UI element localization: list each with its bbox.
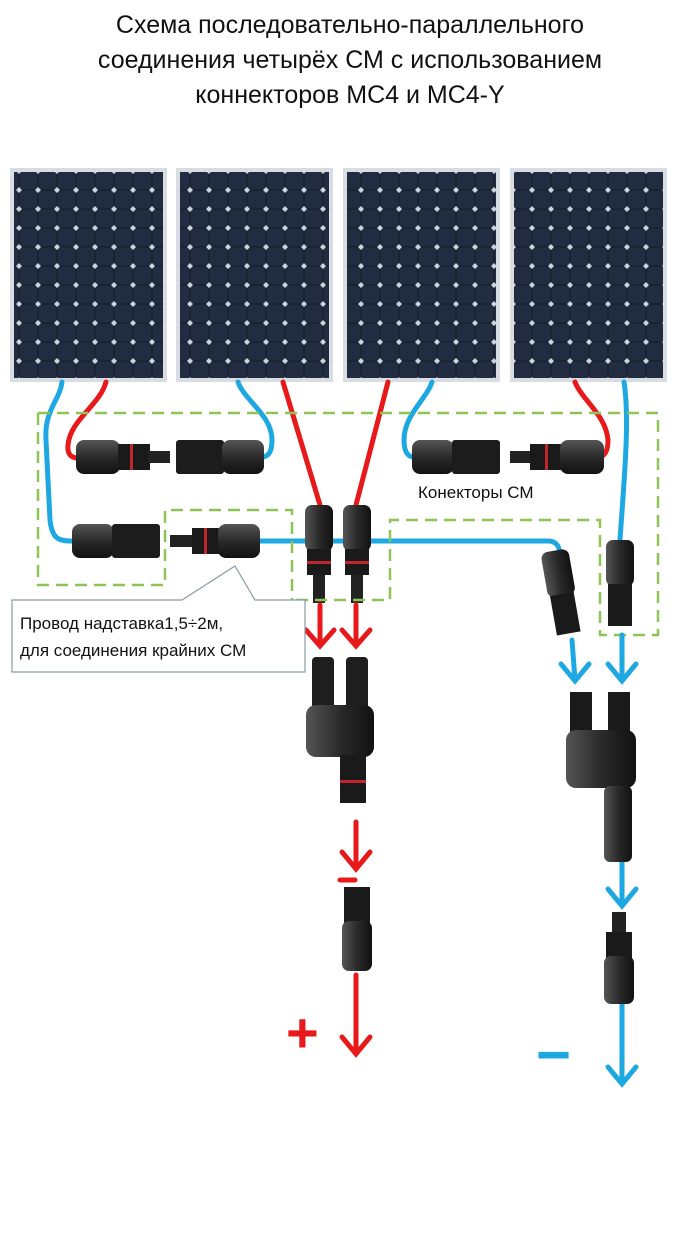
negative-arrows: [558, 632, 639, 1088]
connector-mc4-panel2-negative: [176, 440, 264, 474]
connector-mc4-extension-negative-vertical: [541, 549, 581, 636]
extension-wire: [255, 538, 563, 559]
connector-mc4-panel1-positive: [76, 440, 170, 474]
connector-mc4-positive-output: [342, 887, 372, 971]
plus-sign: +: [286, 1001, 319, 1064]
solar-panel-2: [176, 168, 333, 382]
mc4-y-connector-positive: [306, 657, 374, 803]
connectors-label: Конекторы СМ: [418, 483, 534, 502]
panel2-negative-wire: [235, 379, 275, 460]
dashed-highlight-boxes: [36, 411, 660, 637]
solar-panel-4: [510, 168, 667, 382]
connector-mc4-panel3-negative: [412, 440, 500, 474]
callout-line-2: для соединения крайних СМ: [20, 641, 247, 660]
minus-sign: −: [536, 1021, 572, 1088]
extension-wire-callout: Провод надставка1,5÷2м, для соединения к…: [20, 610, 246, 664]
connector-mc4-extension: [170, 524, 260, 558]
solar-panel-1: [10, 168, 167, 382]
connector-mc4-panel3-positive-vertical: [343, 505, 371, 603]
connector-mc4-negative-output: [604, 912, 634, 1004]
connector-mc4-panel4-positive: [510, 440, 604, 474]
title-line-2: соединения четырёх СМ с использованием: [97, 46, 603, 74]
diagram-title: Схема последовательно-параллельного соед…: [0, 8, 700, 113]
callout-box: [11, 565, 306, 673]
mc4-y-connector-negative: [566, 692, 636, 862]
wires: [43, 379, 630, 883]
panel4-negative-wire: [617, 379, 630, 543]
panel1-positive-wire: [65, 379, 109, 461]
title-line-1: Схема последовательно-параллельного: [115, 11, 585, 39]
callout-line-1: Провод надставка1,5÷2м,: [20, 614, 224, 633]
connector-mc4-panel4-negative-vertical: [606, 540, 634, 626]
solar-panel-3: [343, 168, 500, 382]
panel1-negative-wire: [43, 379, 75, 544]
panel3-positive-wire: [353, 379, 391, 508]
connector-mc4-panel2-positive-vertical: [305, 505, 333, 603]
positive-arrows: [303, 602, 373, 1058]
panel3-negative-wire: [401, 379, 435, 460]
title-line-3: коннекторов МС4 и МС4-Y: [195, 81, 505, 109]
connector-mc4-panel1-negative: [72, 524, 160, 558]
panel2-positive-wire: [280, 379, 323, 508]
